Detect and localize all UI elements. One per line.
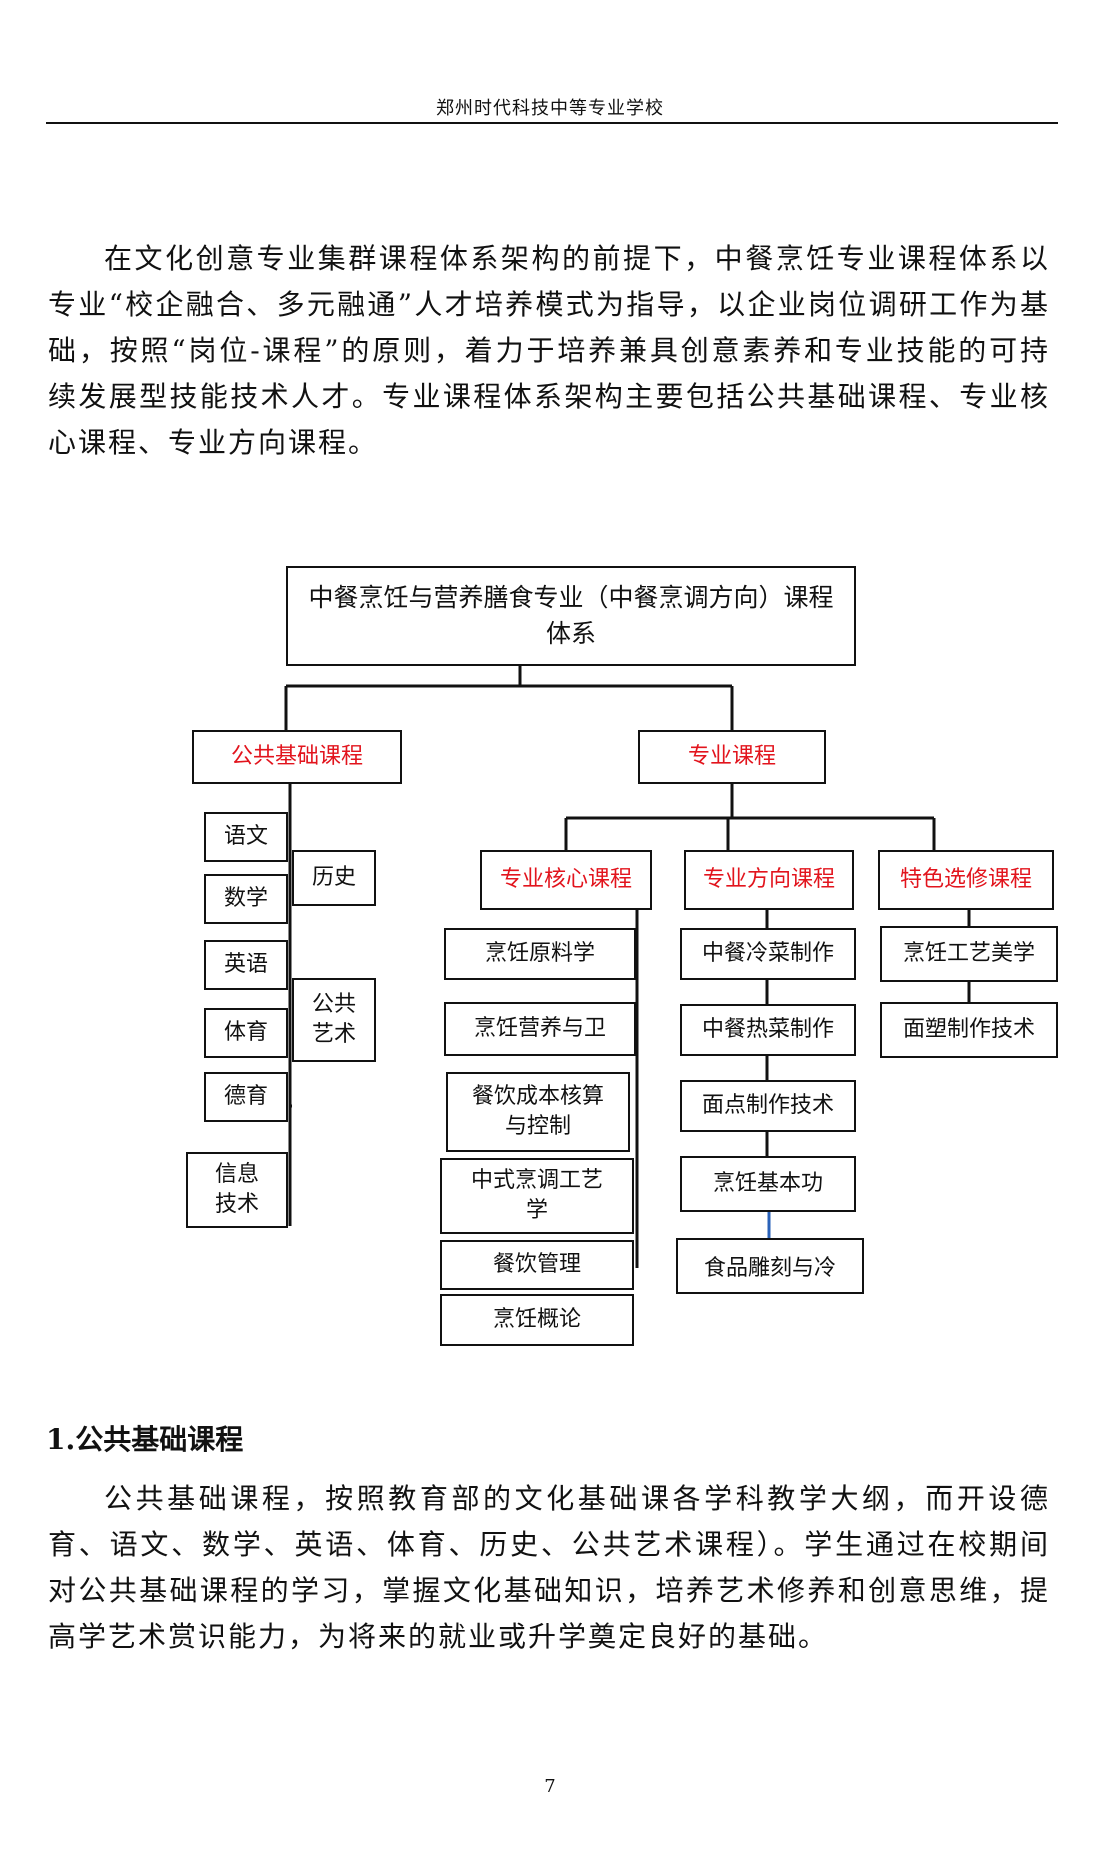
elective-courses-box: 特色选修课程	[878, 850, 1054, 910]
elective-course-item: 面塑制作技术	[880, 1002, 1058, 1058]
core-course-item: 中式烹调工艺学	[440, 1158, 634, 1234]
public-course-item: 德育	[204, 1072, 288, 1122]
public-course-item: 历史	[292, 850, 376, 906]
public-course-item: 语文	[204, 812, 288, 862]
direction-course-item: 面点制作技术	[680, 1080, 856, 1132]
section-paragraph: 公共基础课程，按照教育部的文化基础课各学科教学大纲，而开设德育、语文、数学、英语…	[48, 1482, 1050, 1653]
public-course-item: 信息技术	[186, 1152, 288, 1228]
core-course-item: 烹饪概论	[440, 1294, 634, 1346]
public-course-item: 数学	[204, 874, 288, 924]
direction-course-item: 食品雕刻与冷	[676, 1238, 864, 1294]
page-number: 7	[544, 1776, 556, 1797]
core-course-item: 烹饪营养与卫	[444, 1002, 636, 1056]
direction-course-item: 中餐冷菜制作	[680, 928, 856, 980]
header-divider	[46, 122, 1058, 124]
professional-courses-box: 专业课程	[638, 730, 826, 784]
diagram-root-box: 中餐烹饪与营养膳食专业（中餐烹调方向）课程体系	[286, 566, 856, 666]
intro-paragraph: 在文化创意专业集群课程体系架构的前提下，中餐烹饪专业课程体系以专业“校企融合、多…	[48, 242, 1050, 459]
page-header-title: 郑州时代科技中等专业学校	[436, 98, 664, 119]
direction-course-item: 烹饪基本功	[680, 1156, 856, 1212]
core-course-item: 烹饪原料学	[444, 928, 636, 980]
elective-course-item: 烹饪工艺美学	[880, 926, 1058, 982]
public-course-item: 英语	[204, 940, 288, 990]
core-course-item: 餐饮成本核算与控制	[446, 1072, 630, 1152]
direction-courses-box: 专业方向课程	[684, 850, 854, 910]
public-courses-box: 公共基础课程	[192, 730, 402, 784]
public-course-item: 公共艺术	[292, 978, 376, 1062]
direction-course-item: 中餐热菜制作	[680, 1004, 856, 1056]
core-course-item: 餐饮管理	[440, 1240, 634, 1290]
public-course-item: 体育	[204, 1008, 288, 1058]
core-courses-box: 专业核心课程	[480, 850, 652, 910]
section-heading: 1.公共基础课程	[46, 1423, 244, 1456]
